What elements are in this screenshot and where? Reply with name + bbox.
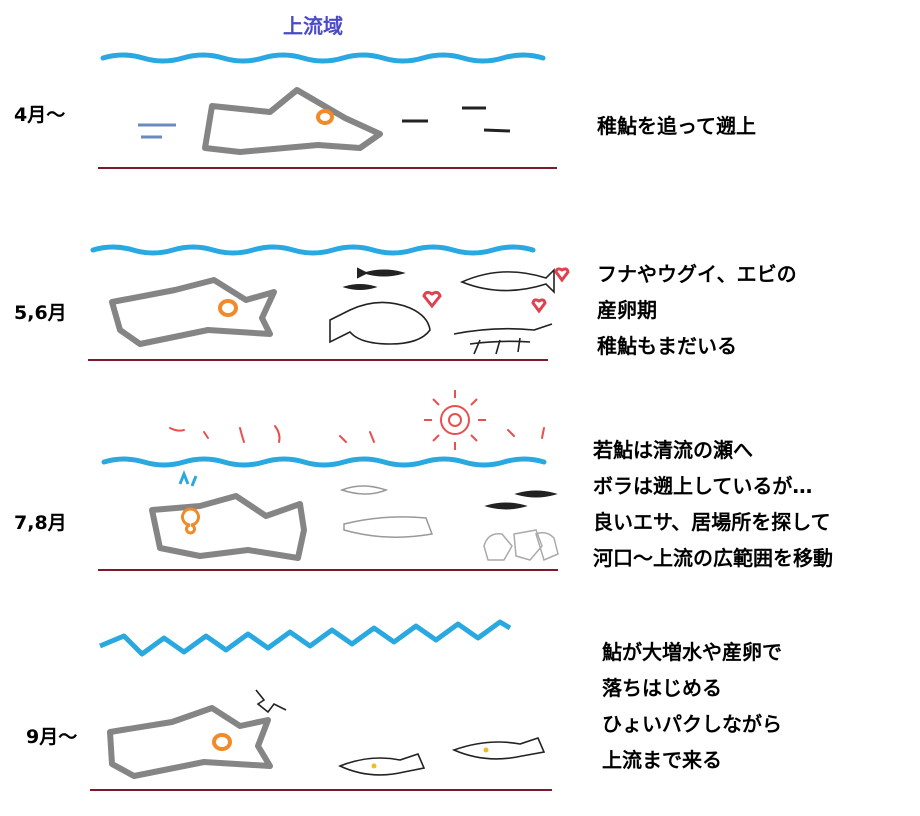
note-row-1: 稚鮎を追って遡上 [597,108,756,144]
rough-water-wave-icon [99,619,512,657]
dace-fish-icon [459,268,555,294]
heat-ray-icon [169,425,545,443]
pebble-icon [483,529,559,562]
rock-icon [107,705,273,779]
sun-icon [424,390,486,450]
egg-icon [181,507,200,535]
water-surface-wave-icon [90,244,536,256]
note-line: 若鮎は清流の瀬へ [593,438,753,462]
heart-icon [422,290,442,309]
mullet-fish-icon [343,516,434,538]
row-3-scene [98,390,559,571]
water-surface-wave-icon [101,456,547,468]
carp-fish-icon [329,301,431,345]
rock-icon [202,87,383,155]
ayu-fish-icon [337,753,426,776]
ayu-fish-icon [451,737,546,760]
note-line: ボラは遡上しているが… [593,474,813,498]
water-surface-wave-icon [100,52,546,64]
month-label: 9月〜 [26,726,78,748]
ayu-fish-icon [514,490,558,498]
mullet-fish-icon [339,485,389,495]
splash-icon [255,689,287,714]
note-line: 稚鮎を追って遡上 [597,114,756,138]
rock-icon [149,493,307,561]
egg-icon [218,299,238,317]
note-line: 稚鮎もまだいる [597,334,737,358]
egg-icon [316,109,334,125]
note-line: 良いエサ、居場所を探して [593,510,831,534]
fish-eye-icon [371,763,377,769]
row-1-scene [98,52,557,169]
note-line: 河口〜上流の広範囲を移動 [593,546,833,570]
ayu-fish-icon [342,284,378,290]
row-4-scene [90,619,552,791]
month-label: 5,6月 [14,302,67,324]
note-row-2: フナやウグイ、エビの 産卵期 稚鮎もまだいる [597,256,797,364]
heart-icon [531,298,547,314]
fish-eye-icon [483,747,489,753]
note-line: 落ちはじめる [602,676,722,700]
splash-icon [178,469,198,487]
note-line: フナやウグイ、エビの [597,262,797,286]
note-line: ひょいパクしながら [602,712,782,736]
heart-icon [554,267,570,283]
egg-icon [212,733,232,751]
row-2-scene [88,244,570,361]
juvenile-ayu-icon [483,128,511,133]
note-line: 鮎が大増水や産卵で [602,640,782,664]
shrimp-icon [453,323,553,355]
rock-icon [109,277,277,347]
note-line: 産卵期 [597,298,657,322]
note-row-3: 若鮎は清流の瀬へ ボラは遡上しているが… 良いエサ、居場所を探して 河口〜上流の… [593,432,833,576]
note-row-4: 鮎が大増水や産卵で 落ちはじめる ひょいパクしながら 上流まで来る [602,634,782,778]
page-title: 上流域 [283,14,343,38]
month-label: 7,8月 [14,512,67,534]
month-label: 4月〜 [14,104,66,126]
ayu-fish-icon [484,502,528,510]
note-line: 上流まで来る [602,748,722,772]
ayu-fish-icon [357,267,406,279]
